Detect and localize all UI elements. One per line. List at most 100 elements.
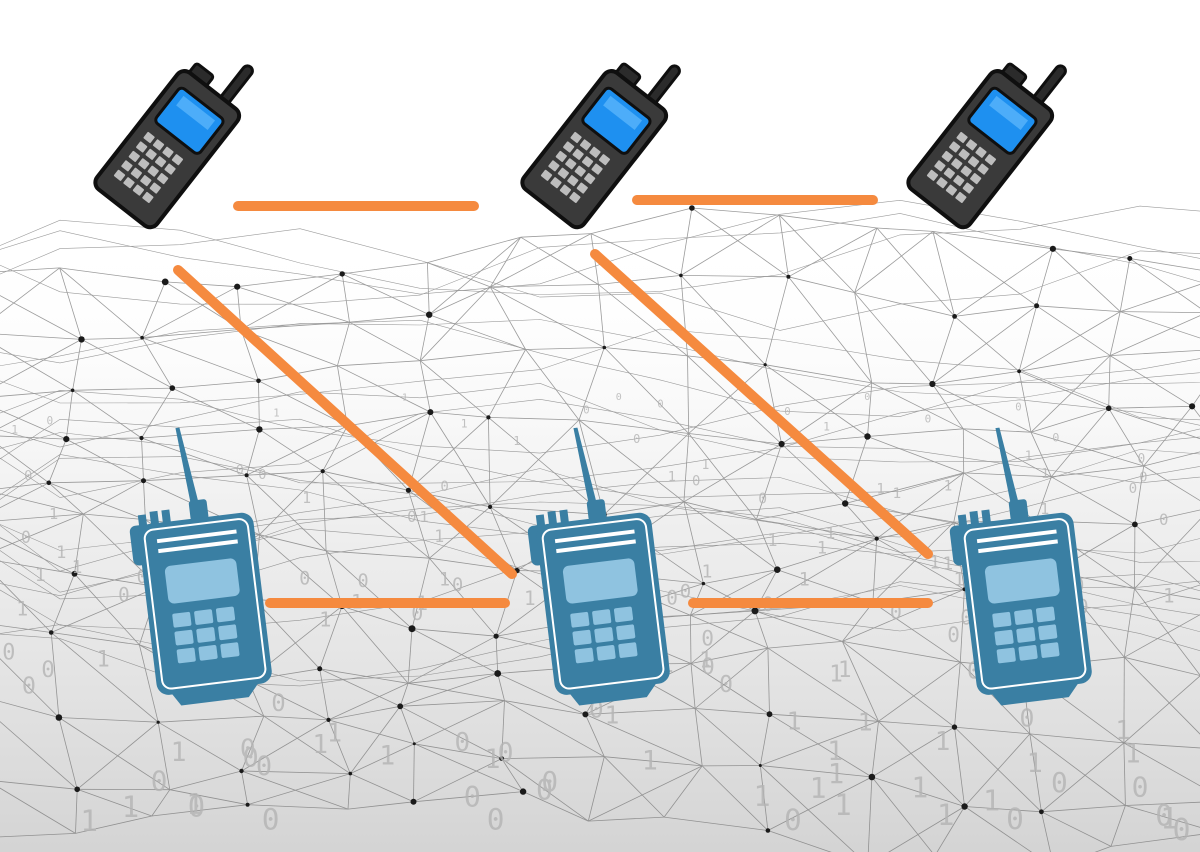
svg-text:1: 1 — [56, 543, 66, 563]
svg-text:1: 1 — [642, 746, 658, 777]
svg-text:1: 1 — [893, 486, 902, 502]
svg-text:0: 0 — [188, 790, 205, 824]
svg-text:0: 0 — [680, 580, 691, 602]
svg-text:0: 0 — [784, 405, 790, 418]
svg-text:0: 0 — [22, 672, 36, 700]
svg-text:0: 0 — [947, 623, 960, 647]
svg-text:0: 0 — [455, 728, 471, 758]
svg-text:1: 1 — [312, 730, 328, 760]
svg-text:0: 0 — [701, 654, 715, 680]
svg-text:0: 0 — [258, 467, 266, 483]
svg-text:0: 0 — [137, 567, 148, 588]
svg-text:0: 0 — [692, 474, 700, 490]
svg-text:0: 0 — [616, 392, 622, 403]
svg-text:1: 1 — [810, 772, 827, 805]
svg-text:1: 1 — [513, 434, 520, 448]
svg-text:0: 0 — [666, 586, 678, 609]
svg-text:0: 0 — [925, 413, 932, 426]
svg-text:1: 1 — [699, 648, 712, 674]
svg-text:1: 1 — [379, 741, 395, 772]
svg-text:0: 0 — [47, 415, 54, 428]
svg-text:1: 1 — [171, 737, 187, 768]
svg-text:1: 1 — [817, 538, 827, 558]
svg-text:1: 1 — [1041, 466, 1049, 482]
svg-text:1: 1 — [823, 420, 830, 434]
svg-text:1: 1 — [1115, 715, 1130, 745]
connection-links — [173, 195, 933, 608]
svg-text:0: 0 — [583, 405, 589, 417]
svg-text:1: 1 — [702, 562, 713, 583]
svg-text:1: 1 — [35, 565, 46, 586]
svg-text:1: 1 — [402, 393, 408, 404]
svg-text:0: 0 — [758, 490, 767, 507]
svg-text:0: 0 — [498, 738, 514, 769]
svg-text:0: 0 — [633, 432, 640, 446]
svg-text:1: 1 — [524, 587, 536, 610]
svg-text:0: 0 — [864, 392, 870, 403]
svg-text:0: 0 — [262, 802, 280, 836]
svg-text:0: 0 — [24, 468, 32, 484]
svg-text:1: 1 — [754, 780, 771, 813]
svg-text:0: 0 — [118, 584, 130, 607]
svg-text:1: 1 — [954, 570, 965, 591]
svg-text:0: 0 — [541, 765, 558, 798]
svg-text:1: 1 — [186, 787, 203, 821]
svg-text:1: 1 — [1040, 500, 1049, 518]
svg-text:0: 0 — [1138, 452, 1146, 467]
svg-text:1: 1 — [827, 736, 843, 767]
svg-text:1: 1 — [668, 469, 676, 485]
svg-text:0: 0 — [1129, 481, 1138, 497]
svg-text:1: 1 — [1025, 447, 1033, 462]
svg-text:0: 0 — [1051, 766, 1068, 799]
svg-text:1: 1 — [834, 788, 851, 822]
svg-text:1: 1 — [858, 708, 873, 737]
handheld-radio-right — [902, 32, 1084, 233]
svg-text:1: 1 — [122, 790, 139, 824]
svg-text:1: 1 — [97, 647, 110, 673]
svg-text:1: 1 — [434, 527, 444, 546]
svg-text:0: 0 — [487, 802, 505, 836]
svg-text:0: 0 — [1052, 431, 1059, 445]
svg-text:1: 1 — [702, 458, 710, 473]
svg-text:0: 0 — [21, 528, 31, 547]
svg-text:1: 1 — [876, 482, 885, 498]
svg-text:1: 1 — [72, 557, 83, 578]
svg-text:1: 1 — [439, 570, 450, 591]
svg-text:1: 1 — [11, 423, 18, 437]
svg-text:1: 1 — [273, 407, 279, 420]
svg-text:1: 1 — [943, 555, 954, 575]
svg-text:1: 1 — [327, 718, 342, 748]
svg-text:1: 1 — [768, 531, 778, 550]
svg-text:1: 1 — [319, 607, 331, 631]
svg-text:1: 1 — [911, 772, 928, 805]
svg-text:0: 0 — [536, 774, 553, 807]
svg-text:1: 1 — [787, 707, 802, 736]
svg-text:1: 1 — [1160, 802, 1178, 836]
svg-text:1: 1 — [944, 478, 953, 494]
svg-text:1: 1 — [1163, 584, 1175, 607]
link-diagonal-left — [173, 265, 517, 579]
svg-text:1: 1 — [838, 657, 852, 683]
svg-text:0: 0 — [271, 689, 286, 717]
svg-text:1: 1 — [419, 508, 428, 526]
svg-text:0: 0 — [1155, 798, 1173, 832]
svg-text:1: 1 — [929, 553, 940, 573]
svg-text:0: 0 — [657, 398, 663, 410]
svg-text:1: 1 — [983, 784, 1000, 818]
svg-text:1: 1 — [826, 523, 836, 542]
svg-text:0: 0 — [243, 743, 259, 774]
svg-text:1: 1 — [1027, 748, 1043, 779]
svg-text:1: 1 — [461, 418, 468, 431]
svg-text:0: 0 — [1015, 402, 1021, 414]
svg-text:0: 0 — [151, 764, 168, 797]
svg-text:1: 1 — [799, 569, 810, 590]
svg-text:1: 1 — [828, 759, 845, 790]
svg-text:1: 1 — [829, 662, 843, 688]
svg-text:0: 0 — [784, 803, 802, 837]
svg-text:0: 0 — [464, 781, 481, 814]
svg-text:0: 0 — [1020, 704, 1035, 733]
link-diagonal-right — [590, 249, 933, 559]
svg-text:1: 1 — [1125, 739, 1141, 770]
